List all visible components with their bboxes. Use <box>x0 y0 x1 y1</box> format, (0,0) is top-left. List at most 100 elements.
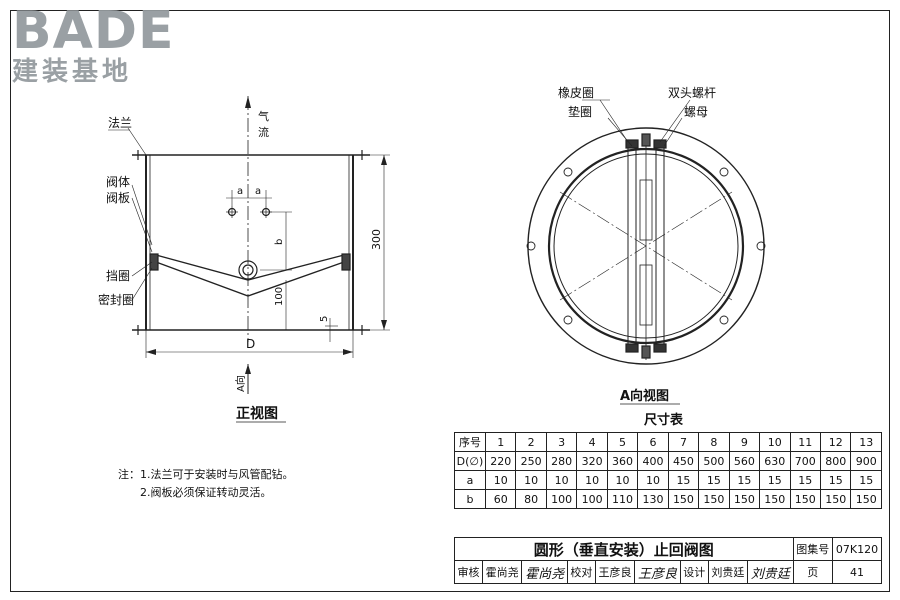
col-header: 13 <box>850 432 882 452</box>
design-label: 设计 <box>679 560 709 584</box>
row-label: a <box>454 470 486 490</box>
size-table-header-row: 序号 1 2 3 4 5 6 7 8 9 10 11 12 13 <box>454 432 882 452</box>
table-cell: 280 <box>545 451 578 471</box>
review-label: 审核 <box>454 560 483 584</box>
table-cell: 320 <box>576 451 608 471</box>
table-cell: 400 <box>637 451 669 471</box>
checker-signature: 王彦良 <box>634 560 681 584</box>
table-cell: 15 <box>728 470 761 490</box>
title-block: 圆形（垂直安装）止回阀图 图集号 07K120 审核 霍尚尧 霍尚尧 校对 王彦… <box>454 537 883 584</box>
table-cell: 150 <box>759 489 791 509</box>
table-cell: 800 <box>819 451 852 471</box>
drawing-frame <box>10 10 890 592</box>
label-airflow-1: 气 <box>258 109 269 123</box>
table-cell: 100 <box>576 489 608 509</box>
table-cell: 15 <box>850 470 882 490</box>
dim-300: 300 <box>370 229 383 250</box>
table-cell: 360 <box>606 451 639 471</box>
label-valve-plate: 阀板 <box>106 191 130 205</box>
label-rubber-ring: 橡皮圈 <box>558 86 594 100</box>
notes-prefix: 注： <box>118 468 140 481</box>
dim-b: b <box>274 239 285 245</box>
table-row: b 60 80 100 100 110 130 150 150 150 150 … <box>454 489 882 509</box>
dim-D: D <box>246 337 255 351</box>
label-gasket: 垫圈 <box>568 104 592 119</box>
table-cell: 15 <box>667 470 700 490</box>
table-cell: 250 <box>515 451 547 471</box>
a-view-title: A向视图 <box>620 388 669 404</box>
col-header: 2 <box>515 432 547 452</box>
logo: BADE 建装基地 <box>12 4 182 86</box>
col-header: 1 <box>484 432 517 452</box>
label-flange: 法兰 <box>108 116 132 130</box>
table-cell: 10 <box>515 470 547 490</box>
logo-brand: BADE <box>12 1 175 61</box>
reviewer-signature: 霍尚尧 <box>521 560 568 584</box>
table-cell: 150 <box>698 489 730 509</box>
table-cell: 10 <box>484 470 517 490</box>
col-header: 9 <box>728 432 761 452</box>
size-table-title: 尺寸表 <box>644 412 684 428</box>
table-cell: 10 <box>606 470 639 490</box>
dim-a-right: a <box>255 186 261 197</box>
drawing-title: 圆形（垂直安装）止回阀图 <box>454 537 794 561</box>
logo-subtitle: 建装基地 <box>12 57 133 87</box>
dim-a-left: a <box>237 186 243 197</box>
table-cell: 110 <box>606 489 639 509</box>
table-cell: 220 <box>484 451 517 471</box>
header-label: 序号 <box>454 432 486 452</box>
table-cell: 450 <box>667 451 700 471</box>
col-header: 5 <box>606 432 639 452</box>
table-row: a 10 10 10 10 10 10 15 15 15 15 15 15 15 <box>454 470 882 490</box>
label-nut: 螺母 <box>684 105 708 119</box>
table-cell: 500 <box>698 451 730 471</box>
table-cell: 900 <box>850 451 882 471</box>
col-header: 7 <box>667 432 700 452</box>
table-cell: 150 <box>850 489 882 509</box>
table-cell: 700 <box>789 451 821 471</box>
label-view-a: A向 <box>234 375 247 392</box>
label-baffle-ring: 挡圈 <box>106 269 130 283</box>
table-cell: 10 <box>637 470 669 490</box>
dim-100: 100 <box>274 287 285 306</box>
checker-name: 王彦良 <box>594 560 636 584</box>
front-view-title: 正视图 <box>236 405 278 422</box>
note-1: 1.法兰可于安装时与风管配钻。 <box>140 468 294 481</box>
table-cell: 150 <box>819 489 852 509</box>
table-cell: 60 <box>484 489 517 509</box>
table-cell: 150 <box>789 489 821 509</box>
table-cell: 15 <box>698 470 730 490</box>
dim-5: 5 <box>319 316 330 322</box>
note-2: 2.阀板必须保证转动灵活。 <box>140 486 272 499</box>
col-header: 10 <box>759 432 791 452</box>
row-label: b <box>454 489 486 509</box>
table-row: D(∅) 220 250 280 320 360 400 450 500 560… <box>454 451 882 471</box>
page-number: 41 <box>831 560 883 584</box>
table-cell: 10 <box>576 470 608 490</box>
table-cell: 150 <box>728 489 761 509</box>
col-header: 11 <box>789 432 821 452</box>
label-stud: 双头螺杆 <box>668 86 716 100</box>
label-airflow-2: 流 <box>258 125 269 139</box>
table-cell: 100 <box>545 489 578 509</box>
table-cell: 80 <box>515 489 547 509</box>
col-header: 3 <box>545 432 578 452</box>
col-header: 12 <box>819 432 852 452</box>
page-label: 页 <box>792 560 833 584</box>
table-cell: 10 <box>545 470 578 490</box>
atlas-label: 图集号 <box>792 537 833 561</box>
col-header: 4 <box>576 432 608 452</box>
table-cell: 150 <box>667 489 700 509</box>
col-header: 6 <box>637 432 669 452</box>
table-cell: 630 <box>759 451 791 471</box>
table-cell: 15 <box>789 470 821 490</box>
size-table: 序号 1 2 3 4 5 6 7 8 9 10 11 12 13 D(∅) 22… <box>454 432 882 509</box>
designer-signature: 刘贵廷 <box>747 560 794 584</box>
label-valve-body: 阀体 <box>106 175 130 189</box>
check-label: 校对 <box>566 560 596 584</box>
table-cell: 15 <box>819 470 852 490</box>
table-cell: 560 <box>728 451 761 471</box>
designer-name: 刘贵廷 <box>707 560 749 584</box>
table-cell: 130 <box>637 489 669 509</box>
